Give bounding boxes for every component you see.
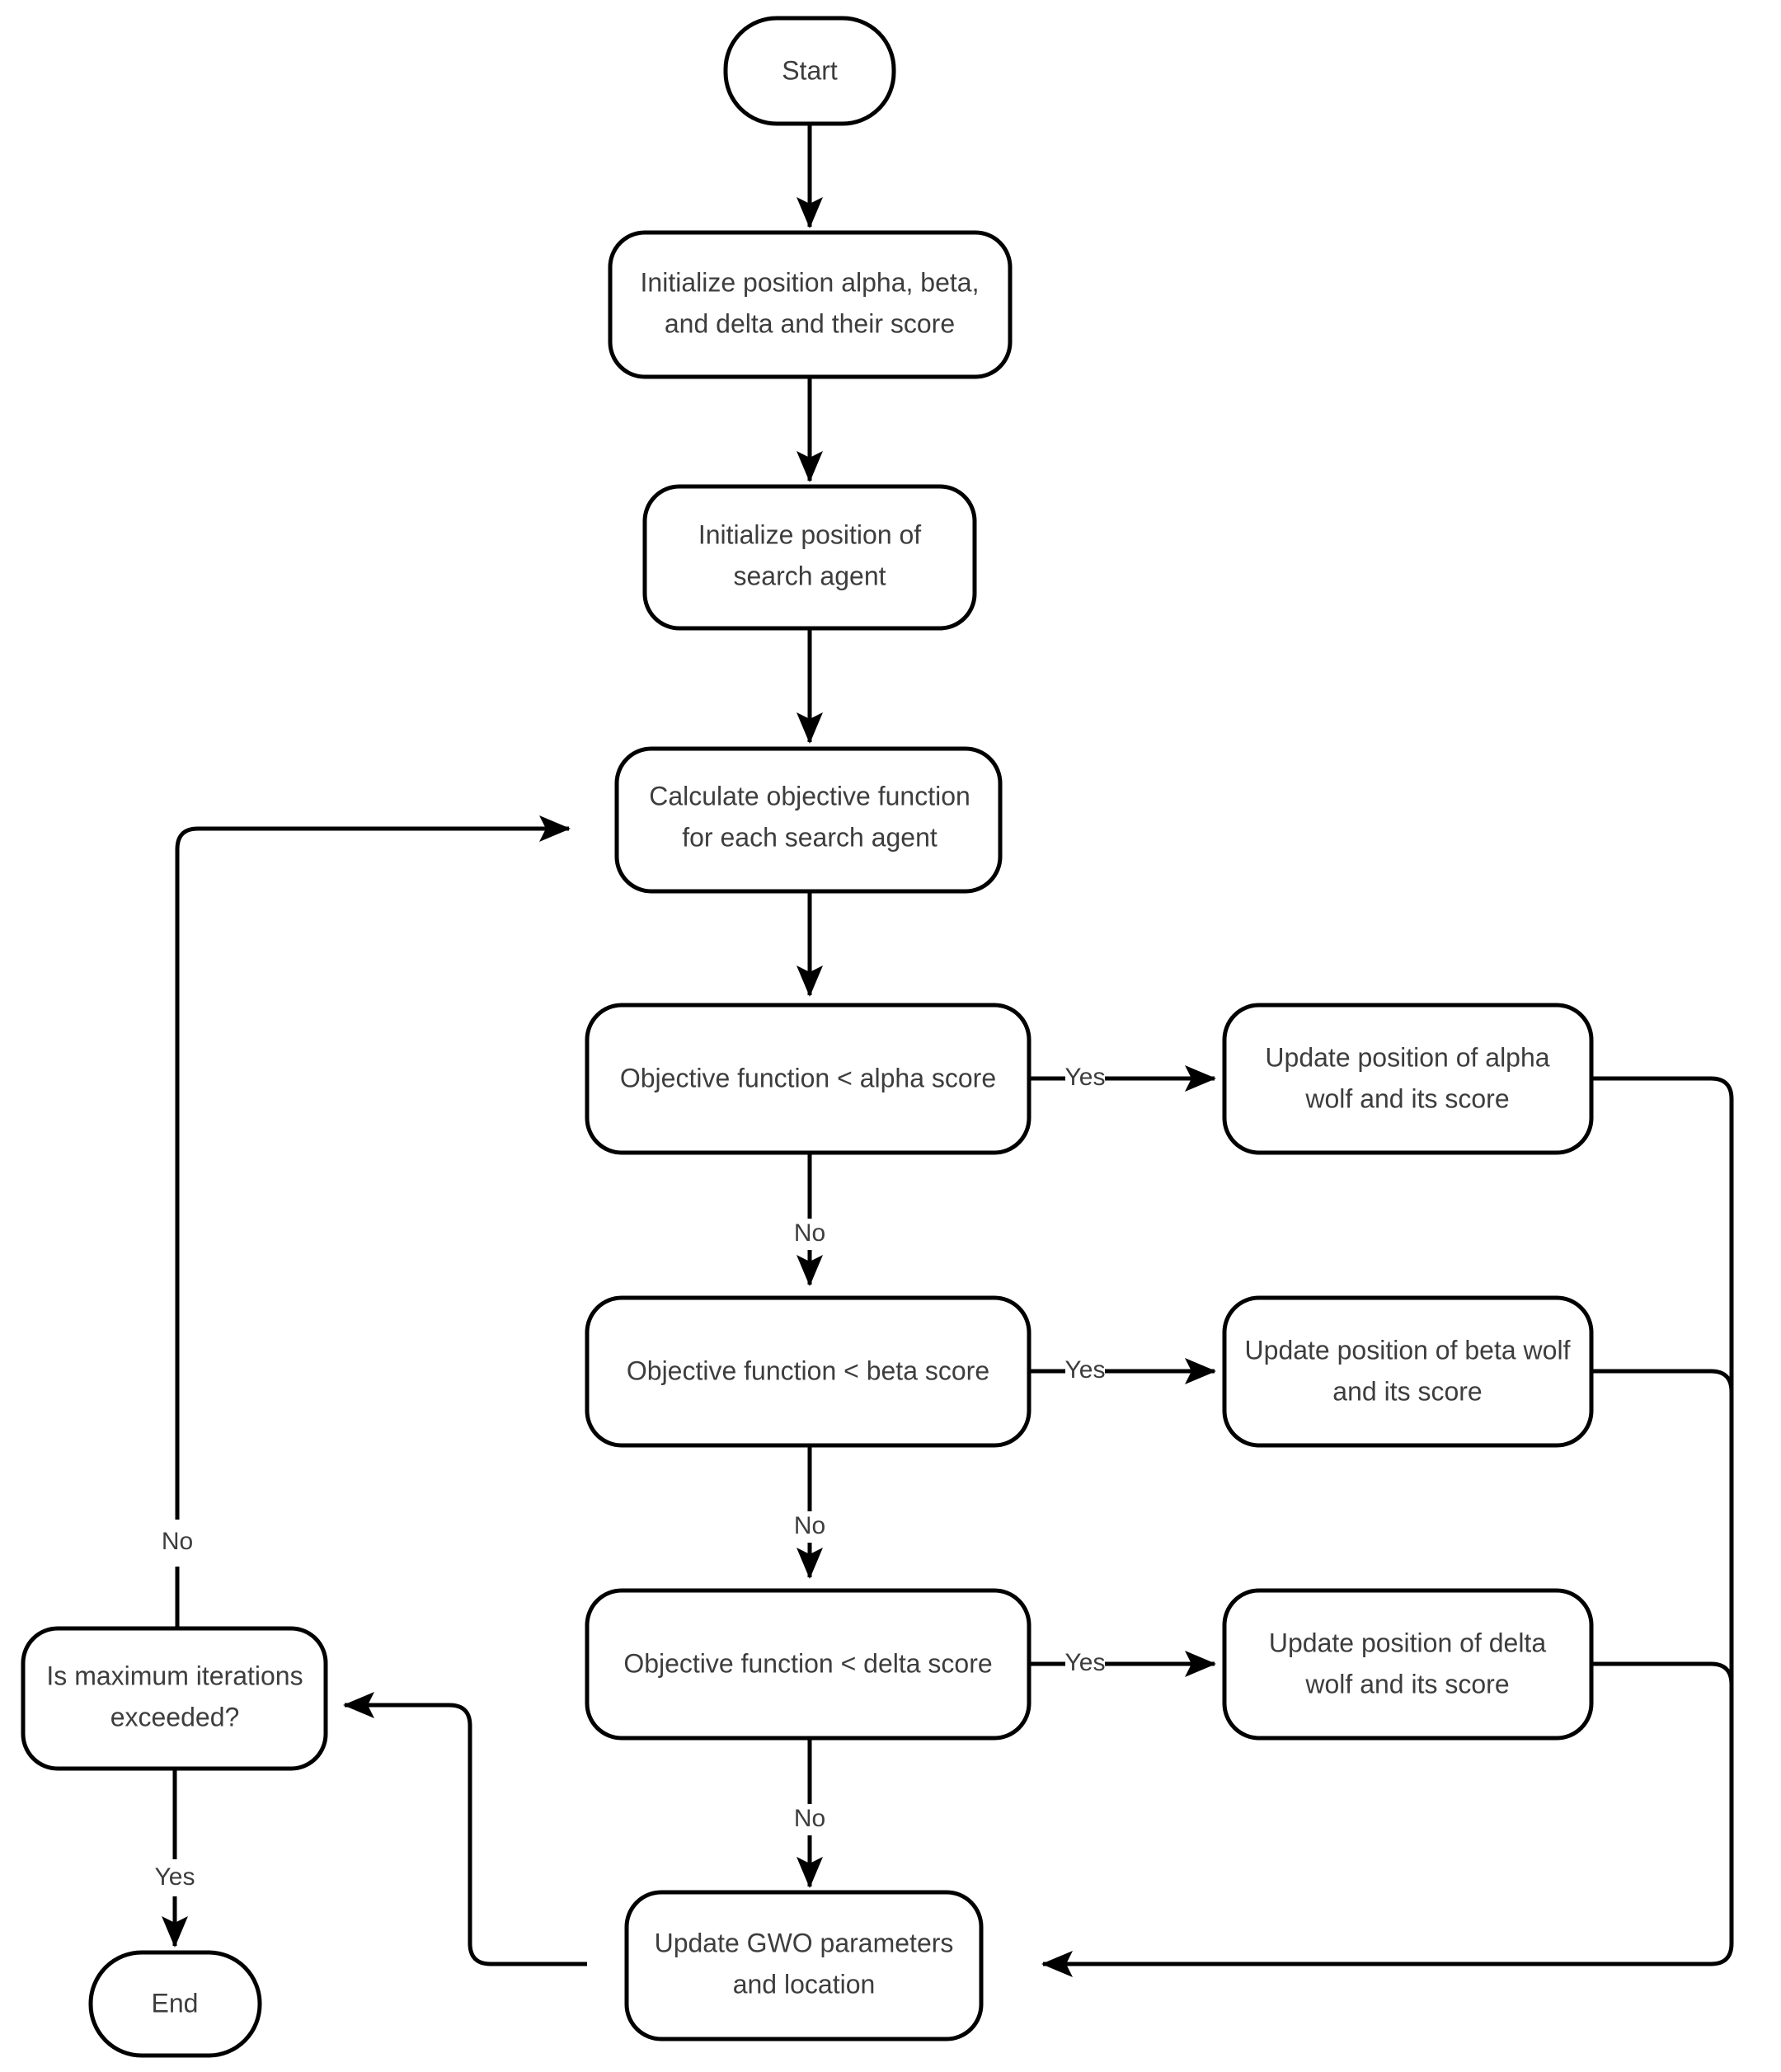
upd-delta-label-line2: wolf and its score: [1304, 1669, 1509, 1698]
upd-beta-label-line2: and its score: [1332, 1376, 1482, 1406]
edge-label-iter-no: No: [162, 1528, 193, 1555]
max-iter-shape: [21, 1626, 328, 1771]
end-label: End: [152, 1988, 199, 2018]
node-initialize-alpha-beta-delta[interactable]: Initialize position alpha, beta, and del…: [608, 230, 1013, 379]
init-agent-shape: [642, 484, 977, 631]
end-shape: [88, 1950, 262, 2058]
init-abd-label-line1: Initialize position alpha, beta,: [641, 267, 980, 297]
init-abd-label-line2: and delta and their score: [665, 308, 955, 338]
edge-label-alpha-yes: Yes: [1065, 1064, 1106, 1091]
calc-obj-label-line2: for each search agent: [682, 822, 937, 852]
dec-beta-label: Objective function < beta score: [627, 1355, 989, 1385]
node-update-gwo-parameters[interactable]: Update GWO parameters and location: [624, 1890, 984, 2041]
start-label: Start: [782, 55, 838, 85]
upd-gwo-label-line1: Update GWO parameters: [655, 1928, 954, 1957]
calc-obj-label-line1: Calculate objective function: [649, 781, 970, 810]
max-iter-label-line2: exceeded?: [110, 1702, 240, 1731]
node-decision-beta-score[interactable]: Objective function < beta score: [585, 1295, 1031, 1448]
edge-upd-gwo-to-max-iter: [342, 1692, 587, 1966]
upd-delta-label-line1: Update position of delta: [1269, 1628, 1546, 1657]
node-end[interactable]: End: [88, 1950, 262, 2058]
node-decision-alpha-score[interactable]: Objective function < alpha score: [585, 1003, 1031, 1155]
node-update-delta-wolf[interactable]: Update position of delta wolf and its sc…: [1222, 1588, 1594, 1741]
edge-label-delta-no: No: [794, 1805, 825, 1832]
upd-alpha-label-line2: wolf and its score: [1304, 1083, 1509, 1113]
upd-alpha-shape: [1222, 1003, 1594, 1155]
upd-beta-shape: [1222, 1295, 1594, 1448]
dec-delta-shape: [585, 1588, 1031, 1741]
dec-alpha-shape: [585, 1003, 1031, 1155]
edge-label-iter-yes: Yes: [155, 1863, 195, 1891]
upd-gwo-label-line2: and location: [733, 1969, 876, 1999]
edge-label-beta-yes: Yes: [1065, 1356, 1106, 1384]
node-update-beta-wolf[interactable]: Update position of beta wolf and its sco…: [1222, 1295, 1594, 1448]
dec-delta-label: Objective function < delta score: [623, 1648, 992, 1678]
start-shape: [723, 16, 896, 126]
init-agent-label-line1: Initialize position of: [698, 519, 921, 549]
upd-gwo-shape: [624, 1890, 984, 2041]
node-calculate-objective-function[interactable]: Calculate objective function for each se…: [614, 746, 1003, 894]
node-update-alpha-wolf[interactable]: Update position of alpha wolf and its sc…: [1222, 1003, 1594, 1155]
calc-obj-shape: [614, 746, 1003, 894]
edge-label-beta-no: No: [794, 1512, 825, 1539]
init-agent-label-line2: search agent: [733, 561, 886, 590]
upd-alpha-label-line1: Update position of alpha: [1265, 1042, 1549, 1072]
dec-beta-shape: [585, 1295, 1031, 1448]
edge-max-iter-no: [175, 829, 569, 1628]
node-start[interactable]: Start: [723, 16, 896, 126]
upd-delta-shape: [1222, 1588, 1594, 1741]
node-is-maximum-iterations-exceeded[interactable]: Is maximum iterations exceeded?: [21, 1626, 328, 1771]
node-initialize-search-agent[interactable]: Initialize position of search agent: [642, 484, 977, 631]
init-abd-shape: [608, 230, 1013, 379]
node-decision-delta-score[interactable]: Objective function < delta score: [585, 1588, 1031, 1741]
edge-label-delta-yes: Yes: [1065, 1649, 1106, 1676]
upd-beta-label-line1: Update position of beta wolf: [1245, 1335, 1571, 1365]
edge-upd-alpha-to-bus: [1041, 1076, 1734, 1978]
dec-alpha-label: Objective function < alpha score: [620, 1063, 996, 1092]
edge-upd-beta-to-bus: [1591, 1369, 1734, 1393]
edge-label-alpha-no: No: [794, 1219, 825, 1247]
edge-upd-delta-to-bus: [1591, 1661, 1734, 1685]
max-iter-label-line1: Is maximum iterations: [46, 1661, 303, 1690]
